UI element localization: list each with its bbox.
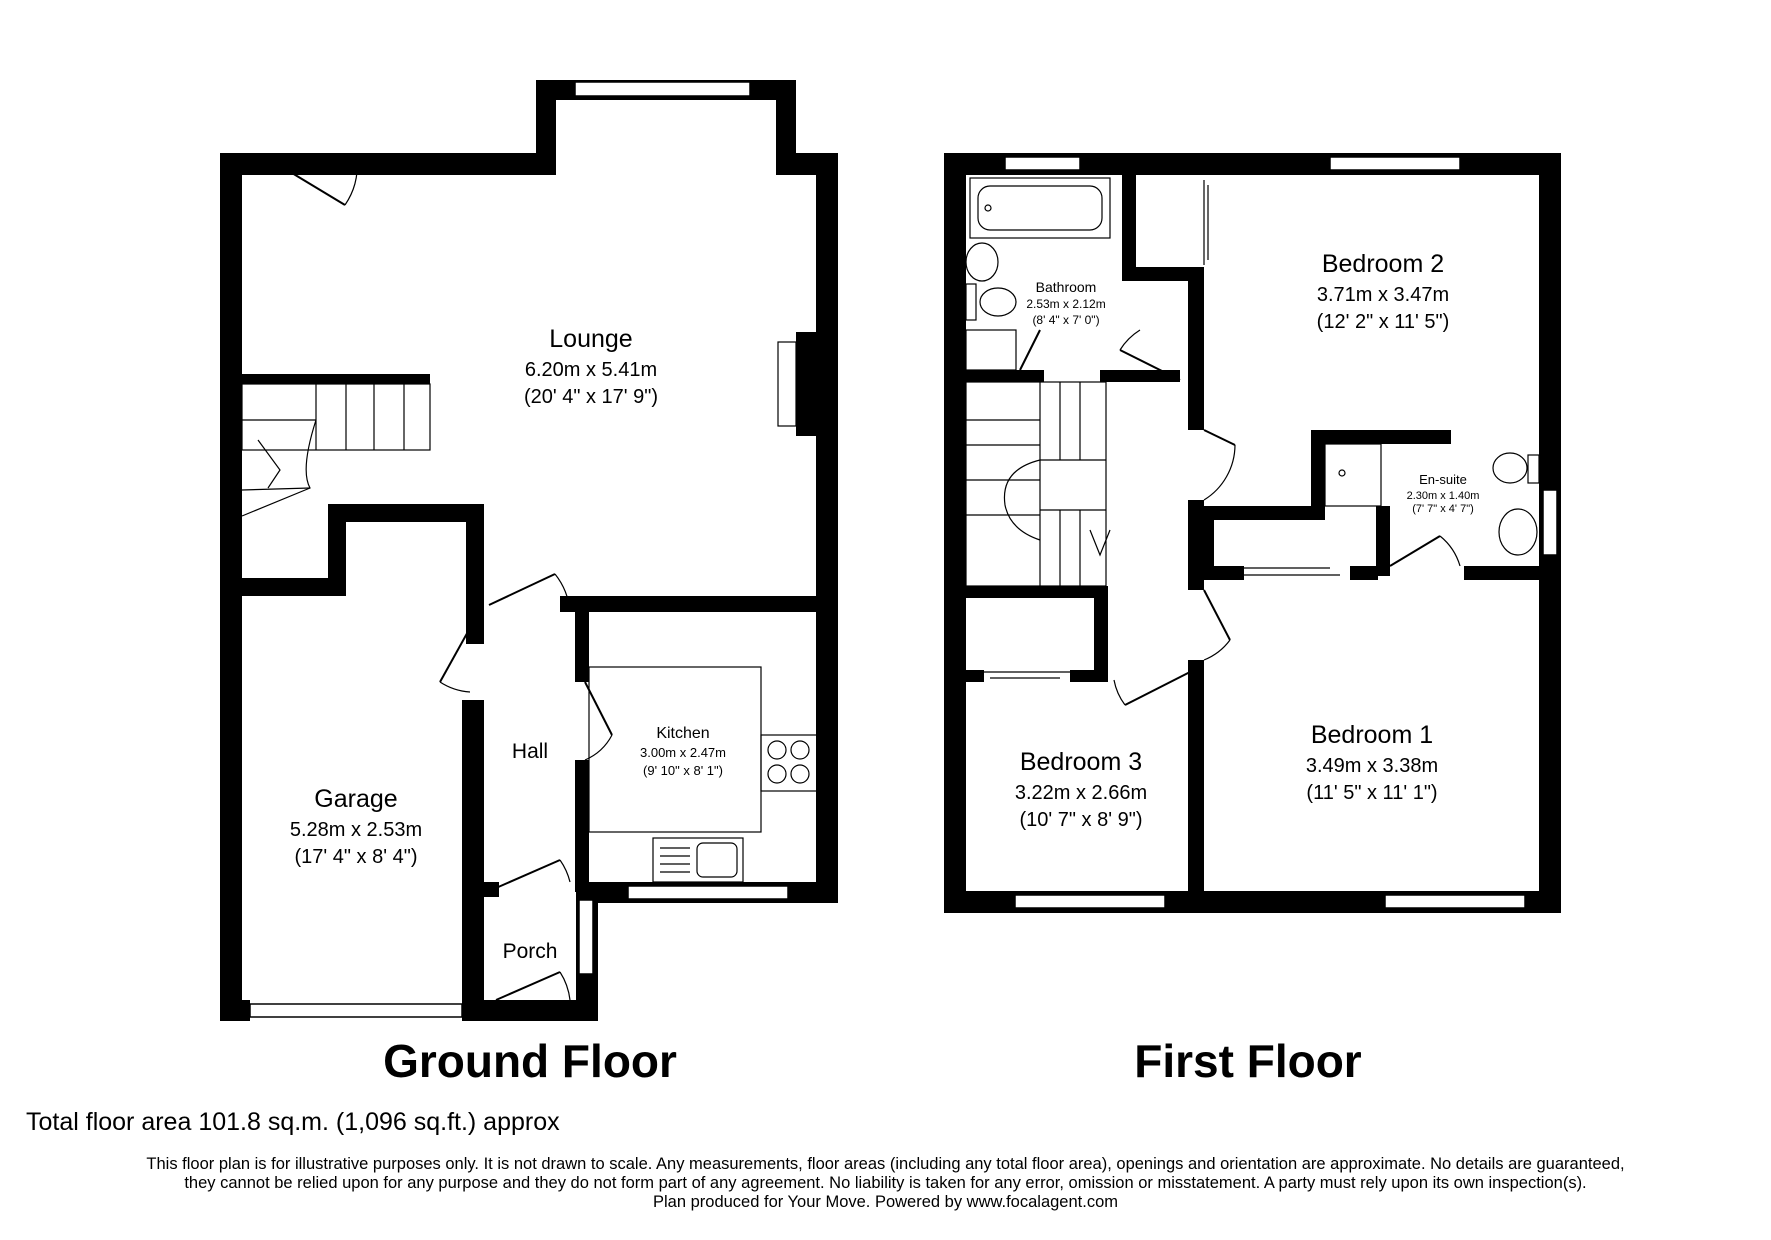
bedroom1-imperial: (11' 5" x 11' 1") — [1306, 782, 1437, 804]
ground-floor-title: Ground Floor — [383, 1035, 677, 1087]
bathroom-imperial: (8' 4" x 7' 0") — [1032, 313, 1099, 327]
total-floor-area: Total floor area 101.8 sq.m. (1,096 sq.f… — [26, 1108, 560, 1136]
lounge-name: Lounge — [549, 325, 632, 353]
first-floor-labels: Bathroom 2.53m x 2.12m (8' 4" x 7' 0") B… — [1015, 250, 1480, 831]
bedroom2-metric: 3.71m x 3.47m — [1317, 284, 1449, 306]
disclaimer-line-2: they cannot be relied upon for any purpo… — [184, 1174, 1587, 1192]
kitchen-imperial: (9' 10" x 8' 1") — [643, 763, 723, 778]
disclaimer-line-1: This floor plan is for illustrative purp… — [146, 1155, 1625, 1173]
ensuite-name: En-suite — [1419, 472, 1467, 487]
floor-plan-drawing: Lounge 6.20m x 5.41m (20' 4" x 17' 9") K… — [220, 80, 1561, 1087]
ground-floor-walls — [220, 80, 838, 1021]
first-floor-fixtures — [965, 177, 1540, 706]
ground-floor-plan: Lounge 6.20m x 5.41m (20' 4" x 17' 9") K… — [220, 80, 838, 1087]
garage-metric: 5.28m x 2.53m — [290, 819, 422, 841]
ground-floor-fixtures — [241, 159, 818, 1001]
ensuite-imperial: (7' 7" x 4' 7") — [1412, 503, 1474, 515]
bedroom3-imperial: (10' 7" x 8' 9") — [1020, 809, 1143, 831]
first-floor-plan: Bathroom 2.53m x 2.12m (8' 4" x 7' 0") B… — [944, 153, 1561, 1087]
first-floor-title: First Floor — [1134, 1035, 1362, 1087]
first-floor-windows — [1004, 156, 1558, 909]
ground-floor-labels: Lounge 6.20m x 5.41m (20' 4" x 17' 9") K… — [290, 325, 726, 963]
porch-name: Porch — [503, 940, 558, 963]
bedroom3-metric: 3.22m x 2.66m — [1015, 782, 1147, 804]
bedroom1-name: Bedroom 1 — [1311, 721, 1433, 749]
bedroom1-metric: 3.49m x 3.38m — [1306, 755, 1438, 777]
ground-floor-windows — [249, 81, 789, 1018]
bedroom2-name: Bedroom 2 — [1322, 250, 1444, 278]
ensuite-metric: 2.30m x 1.40m — [1407, 490, 1480, 502]
lounge-imperial: (20' 4" x 17' 9") — [524, 386, 658, 408]
bathroom-name: Bathroom — [1036, 279, 1097, 295]
bedroom3-name: Bedroom 3 — [1020, 748, 1142, 776]
disclaimer: This floor plan is for illustrative purp… — [30, 1155, 1741, 1212]
bathroom-metric: 2.53m x 2.12m — [1026, 297, 1105, 311]
bedroom2-imperial: (12' 2" x 11' 5") — [1317, 311, 1450, 333]
disclaimer-line-3: Plan produced for Your Move. Powered by … — [652, 1193, 1118, 1211]
kitchen-metric: 3.00m x 2.47m — [640, 745, 726, 760]
garage-imperial: (17' 4" x 8' 4") — [295, 846, 418, 868]
lounge-metric: 6.20m x 5.41m — [525, 359, 657, 381]
garage-name: Garage — [314, 785, 397, 813]
hall-name: Hall — [512, 740, 548, 763]
kitchen-name: Kitchen — [656, 725, 709, 742]
